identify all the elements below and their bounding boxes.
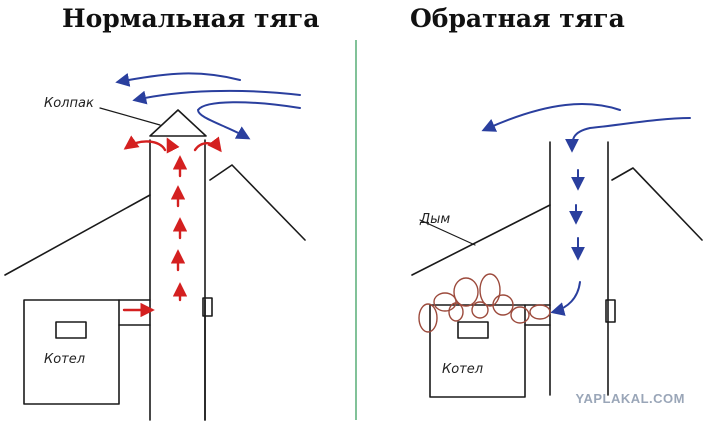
right-boiler-label: Котел — [442, 362, 484, 377]
left-chimney — [149, 139, 206, 421]
flow-arrow — [193, 136, 222, 153]
right-panel-title: Обратная тяга — [410, 4, 625, 33]
wind-arrow — [196, 101, 301, 140]
flow-arrow — [123, 135, 167, 152]
left-flue-pipe — [118, 299, 151, 326]
left-roof-left — [4, 194, 151, 276]
wind-arrow — [132, 89, 301, 105]
wind-arrow — [115, 72, 241, 87]
flow-arrow — [166, 137, 180, 154]
right-diagram — [411, 141, 703, 398]
smoke-swirl — [479, 273, 501, 307]
left-boiler-window — [55, 321, 87, 339]
right-chimney — [549, 141, 609, 396]
left-cap — [149, 109, 207, 137]
left-diagram — [4, 107, 306, 421]
wind-arrow — [550, 281, 581, 316]
right-boiler-window — [457, 321, 489, 339]
cap-leader — [99, 107, 161, 126]
wind-arrow — [565, 117, 691, 153]
right-wind-arrows — [481, 103, 691, 316]
right-damper — [605, 299, 616, 323]
smoke-swirl — [510, 306, 530, 324]
smoke-swirl — [453, 277, 479, 307]
smoke-swirl — [471, 301, 489, 319]
smoke-swirl — [529, 304, 551, 320]
left-panel-title: Нормальная тяга — [62, 4, 320, 33]
left-flow-arrows — [122, 135, 222, 318]
right-roof-left — [411, 204, 551, 276]
left-roof-right — [209, 164, 306, 241]
smoke-cloud — [418, 273, 551, 333]
wind-arrow — [481, 103, 621, 132]
right-roof-right — [611, 167, 703, 241]
smoke-leader — [419, 219, 476, 246]
left-boiler — [23, 299, 120, 405]
smoke-swirl — [448, 302, 464, 322]
smoke-swirl — [492, 294, 514, 316]
smoke-label: Дым — [420, 212, 451, 227]
left-boiler-label: Котел — [44, 352, 86, 367]
smoke-swirl — [433, 292, 457, 312]
smoke-swirl — [418, 303, 438, 333]
site-watermark: YAPLAKAL.COM — [575, 391, 685, 406]
left-damper — [202, 297, 213, 317]
right-boiler — [429, 304, 526, 398]
left-wind-arrows — [115, 72, 301, 140]
cap-label: Колпак — [44, 96, 94, 111]
